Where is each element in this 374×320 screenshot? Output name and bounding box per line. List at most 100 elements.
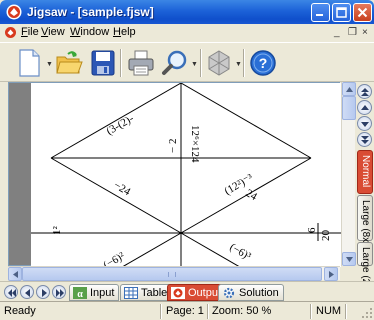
maximize-icon — [336, 7, 347, 18]
next-layout-button[interactable] — [357, 116, 372, 131]
menu-help[interactable]: Help — [113, 26, 136, 38]
prev-view-button[interactable] — [20, 285, 34, 299]
tab-solution[interactable]: Solution — [218, 284, 284, 301]
shape-dropdown-icon[interactable]: ▼ — [235, 61, 242, 68]
tab-input-label: Input — [90, 287, 115, 299]
status-divider — [160, 304, 162, 319]
resize-grip-icon[interactable] — [361, 307, 373, 319]
zoom-dropdown-icon[interactable]: ▼ — [191, 61, 198, 68]
toolbar: ▼ ▼ ▼ — [0, 42, 374, 82]
input-icon: α — [73, 287, 87, 299]
minimize-icon — [316, 14, 323, 16]
first-layout-button[interactable] — [357, 84, 372, 99]
status-divider — [310, 304, 312, 319]
toolbar-separator — [120, 49, 122, 77]
open-folder-icon[interactable] — [54, 48, 84, 78]
arrow-down-icon — [346, 257, 353, 262]
puzzle-label: (−6)² — [102, 250, 128, 267]
next-view-button[interactable] — [36, 285, 50, 299]
horizontal-scrollbar[interactable] — [8, 266, 340, 281]
toolbar-separator — [200, 49, 202, 77]
vertical-scroll-thumb[interactable] — [342, 96, 356, 120]
tab-output[interactable]: Output — [167, 284, 227, 301]
first-view-button[interactable] — [4, 285, 18, 299]
double-left-icon — [8, 289, 16, 297]
menu-file[interactable]: File — [21, 26, 39, 38]
output-icon — [171, 287, 185, 299]
toolbar-separator — [243, 49, 245, 77]
shape-settings-icon[interactable] — [204, 48, 234, 78]
menu-window[interactable]: Window — [70, 26, 110, 38]
puzzle-label: − 2 — [167, 139, 179, 153]
vertical-scrollbar[interactable] — [341, 82, 356, 266]
status-bar: Ready Page: 1 Zoom: 50 % NUM — [0, 301, 374, 320]
document-view[interactable]: (3-(2)- 12⁶×124 − 2 −24 (12²)⁻³ 24 1² (−… — [8, 82, 341, 267]
layout-tabs: Normal Large (8x3) Large (24x1) — [356, 82, 374, 304]
double-down-icon — [361, 136, 369, 144]
arrow-up-icon — [346, 87, 353, 92]
status-ready: Ready — [4, 305, 36, 317]
maximize-button[interactable] — [332, 3, 351, 22]
prev-layout-button[interactable] — [357, 100, 372, 115]
arrow-left-icon — [13, 271, 18, 278]
puzzle-edge — [50, 83, 182, 159]
title-bar[interactable]: Jigsaw - [sample.fjsw] — [0, 0, 374, 24]
puzzle-edge — [50, 157, 182, 234]
svg-text:α: α — [77, 289, 83, 299]
right-icon — [42, 289, 47, 297]
scroll-right-button[interactable] — [324, 267, 338, 281]
status-num: NUM — [316, 305, 342, 317]
double-right-icon — [56, 289, 64, 297]
horizontal-scroll-thumb[interactable] — [22, 267, 322, 281]
mdi-minimize-button[interactable]: _ — [334, 27, 340, 38]
solution-gear-icon — [223, 287, 235, 299]
puzzle-label: −24 — [112, 179, 133, 198]
tab-input[interactable]: α Input — [69, 284, 120, 301]
last-layout-button[interactable] — [357, 132, 372, 147]
print-icon[interactable] — [126, 48, 156, 78]
tab-normal[interactable]: Normal — [357, 150, 373, 194]
scroll-grip — [168, 272, 176, 277]
tab-large-8x3[interactable]: Large (8x3) — [357, 195, 373, 251]
tab-solution-label: Solution — [239, 287, 279, 299]
status-divider — [345, 304, 347, 319]
tab-table[interactable]: Table — [120, 284, 173, 301]
help-icon[interactable]: ? — [248, 48, 278, 78]
tab-table-label: Table — [141, 287, 168, 299]
last-view-button[interactable] — [52, 285, 66, 299]
puzzle-label: (3-(2)- — [105, 112, 137, 137]
tab-large-24x1[interactable]: Large (24x1) — [357, 242, 373, 304]
puzzle-label: 12⁶×124 — [189, 125, 201, 163]
up-icon — [361, 105, 369, 110]
puzzle-edge — [180, 157, 312, 234]
status-zoom: Zoom: 50 % — [212, 305, 272, 317]
puzzle-page[interactable]: (3-(2)- 12⁶×124 − 2 −24 (12²)⁻³ 24 1² (−… — [31, 83, 341, 267]
mdi-close-button[interactable]: × — [362, 27, 368, 38]
minimize-button[interactable] — [311, 3, 330, 22]
tab-normal-label: Normal — [360, 155, 371, 188]
new-document-icon[interactable] — [14, 48, 44, 78]
close-button[interactable] — [353, 3, 372, 22]
puzzle-label: 20 — [320, 230, 332, 242]
tab-large-8x3-label: Large (8x3) — [360, 200, 371, 252]
puzzle-label: (−6)³ — [228, 241, 254, 263]
tab-output-label: Output — [188, 287, 222, 299]
left-icon — [25, 289, 30, 297]
puzzle-edge — [180, 232, 241, 267]
mdi-restore-button[interactable]: ❐ — [348, 27, 357, 38]
table-grid-icon — [124, 287, 138, 299]
app-logo-icon — [6, 4, 22, 20]
new-dropdown-icon[interactable]: ▼ — [46, 61, 53, 68]
tab-large-24x1-label: Large (24x1) — [360, 247, 371, 304]
puzzle-label: 6 — [306, 227, 318, 233]
menu-bar: File View Window Help _ ❐ × — [0, 24, 374, 42]
close-icon — [357, 7, 368, 18]
menu-view[interactable]: View — [41, 26, 65, 38]
document-icon — [5, 27, 16, 38]
puzzle-label: 1² — [51, 226, 63, 236]
zoom-magnifier-icon[interactable] — [160, 48, 190, 78]
scroll-down-button[interactable] — [342, 252, 356, 266]
save-disk-icon[interactable] — [88, 48, 118, 78]
scroll-up-button[interactable] — [342, 82, 356, 96]
scroll-left-button[interactable] — [8, 267, 22, 281]
